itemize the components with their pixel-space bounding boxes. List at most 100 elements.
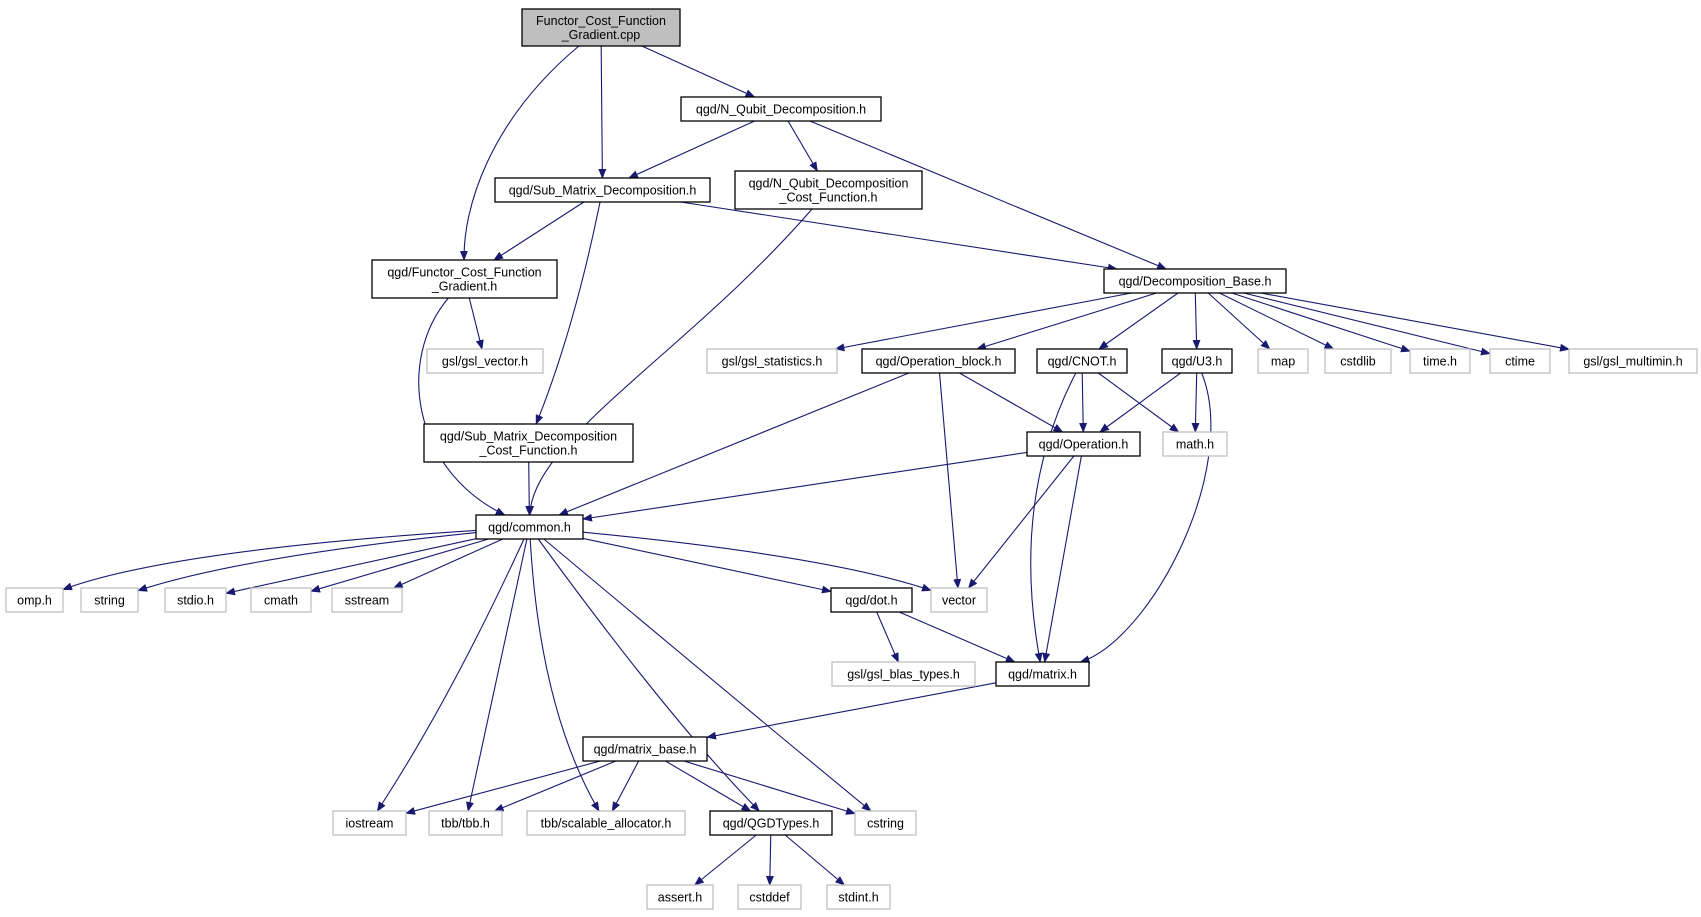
node-label: _Cost_Function.h xyxy=(779,191,878,205)
edge-cnot-to-operation xyxy=(1079,372,1088,433)
node-map[interactable]: map xyxy=(1257,348,1309,374)
node-box xyxy=(995,661,1090,687)
node-string[interactable]: string xyxy=(80,587,139,613)
node-label: qgd/Sub_Matrix_Decomposition.h xyxy=(509,184,697,198)
edge-qgdtypes-to-cstddef xyxy=(765,834,774,886)
edge-u3-to-mathh xyxy=(1191,372,1200,433)
edge-nqd-to-smd xyxy=(628,120,755,179)
edge-common-to-stdio xyxy=(225,538,477,596)
node-label: cmath xyxy=(264,594,298,608)
node-cstring[interactable]: cstring xyxy=(854,810,917,836)
node-nqd[interactable]: qgd/N_Qubit_Decomposition.h xyxy=(680,96,882,122)
node-opblock[interactable]: qgd/Operation_block.h xyxy=(861,348,1016,374)
node-label: vector xyxy=(942,594,976,608)
node-box xyxy=(423,423,634,463)
edge-db-to-gslmin xyxy=(1260,292,1570,352)
edge-smdcf-to-common xyxy=(525,461,534,516)
edge-qgdtypes-to-asserth xyxy=(693,834,757,886)
node-gslvec[interactable]: gsl/gsl_vector.h xyxy=(426,348,544,374)
edge-common-to-iostream xyxy=(376,538,525,812)
edge-matrixbase-to-iostream xyxy=(405,760,601,815)
node-label: Functor_Cost_Function xyxy=(536,14,666,28)
node-label: iostream xyxy=(346,817,394,831)
node-scalable[interactable]: tbb/scalable_allocator.h xyxy=(526,810,686,836)
edge-smd-to-smdcf xyxy=(535,201,601,425)
node-u3[interactable]: qgd/U3.h xyxy=(1161,348,1233,374)
node-label: qgd/matrix.h xyxy=(1008,668,1077,682)
node-cstdlib[interactable]: cstdlib xyxy=(1324,348,1392,374)
node-label: string xyxy=(94,594,125,608)
node-box xyxy=(1103,268,1287,294)
node-box xyxy=(854,810,917,836)
node-smd[interactable]: qgd/Sub_Matrix_Decomposition.h xyxy=(494,177,711,203)
node-operation[interactable]: qgd/Operation.h xyxy=(1026,431,1141,457)
node-asserth[interactable]: assert.h xyxy=(646,884,714,910)
node-mathh[interactable]: math.h xyxy=(1162,431,1228,457)
node-label: qgd/N_Qubit_Decomposition xyxy=(749,177,909,191)
node-box xyxy=(709,810,833,836)
dependency-edges xyxy=(62,45,1570,886)
node-label: qgd/Operation.h xyxy=(1039,438,1129,452)
node-cnot[interactable]: qgd/CNOT.h xyxy=(1036,348,1128,374)
node-stdio[interactable]: stdio.h xyxy=(164,587,227,613)
edge-u3-to-matrix xyxy=(1079,372,1212,664)
edge-opblock-to-vector xyxy=(938,372,962,589)
node-label: _Cost_Function.h xyxy=(479,444,578,458)
node-matrix[interactable]: qgd/matrix.h xyxy=(995,661,1090,687)
edge-cnot-to-matrix xyxy=(1030,372,1077,663)
node-vector[interactable]: vector xyxy=(930,587,988,613)
node-nqdcf[interactable]: qgd/N_Qubit_Decomposition_Cost_Function.… xyxy=(734,170,923,210)
node-box xyxy=(737,884,802,910)
node-dot[interactable]: qgd/dot.h xyxy=(830,587,913,613)
node-box xyxy=(582,736,708,762)
edge-common-to-sstream xyxy=(392,538,504,589)
node-root[interactable]: Functor_Cost_Function_Gradient.cpp xyxy=(521,8,681,47)
node-box xyxy=(526,810,686,836)
edge-db-to-ctime xyxy=(1243,292,1491,356)
node-label: qgd/QGDTypes.h xyxy=(723,817,820,831)
node-label: qgd/matrix_base.h xyxy=(594,743,697,757)
node-label: stdio.h xyxy=(177,594,214,608)
node-box xyxy=(1409,348,1471,374)
edge-qgdtypes-to-stdint xyxy=(784,834,846,886)
node-timeh[interactable]: time.h xyxy=(1409,348,1471,374)
node-blastypes[interactable]: gsl/gsl_blas_types.h xyxy=(831,661,976,687)
node-cstddef[interactable]: cstddef xyxy=(737,884,802,910)
node-matrixbase[interactable]: qgd/matrix_base.h xyxy=(582,736,708,762)
edge-smd-to-fcfg xyxy=(493,201,585,261)
node-sstream[interactable]: sstream xyxy=(331,587,403,613)
node-box xyxy=(646,884,714,910)
node-smdcf[interactable]: qgd/Sub_Matrix_Decomposition_Cost_Functi… xyxy=(423,423,634,463)
node-label: gsl/gsl_statistics.h xyxy=(722,355,823,369)
node-common[interactable]: qgd/common.h xyxy=(475,514,584,540)
node-omp[interactable]: omp.h xyxy=(5,587,64,613)
node-box xyxy=(164,587,227,613)
node-tbb[interactable]: tbb/tbb.h xyxy=(428,810,503,836)
edge-nqd-to-nqdcf xyxy=(787,120,818,172)
edge-smd-to-db xyxy=(680,201,1118,272)
node-db[interactable]: qgd/Decomposition_Base.h xyxy=(1103,268,1287,294)
node-stdint[interactable]: stdint.h xyxy=(826,884,891,910)
node-fcfg[interactable]: qgd/Functor_Cost_Function_Gradient.h xyxy=(371,259,558,299)
node-ctime[interactable]: ctime xyxy=(1489,348,1551,374)
node-label: gsl/gsl_vector.h xyxy=(442,355,528,369)
node-box xyxy=(680,96,882,122)
edge-u3-to-operation xyxy=(1099,372,1181,433)
edge-opblock-to-common xyxy=(558,372,910,516)
node-gslstat[interactable]: gsl/gsl_statistics.h xyxy=(706,348,838,374)
edge-db-to-cstdlib xyxy=(1219,292,1335,350)
edge-dot-to-matrix xyxy=(899,611,1016,663)
node-cmath[interactable]: cmath xyxy=(250,587,312,613)
node-label: ctime xyxy=(1505,355,1535,369)
node-qgdtypes[interactable]: qgd/QGDTypes.h xyxy=(709,810,833,836)
node-label: map xyxy=(1271,355,1295,369)
header-nodes: Functor_Cost_Function_Gradient.cpp qgd/N_… xyxy=(5,8,1698,910)
edge-root-to-nqd xyxy=(641,45,756,98)
edge-fcfg-to-common xyxy=(418,297,506,516)
edge-common-to-qgdtypes xyxy=(537,538,760,812)
node-gslmin[interactable]: gsl/gsl_multimin.h xyxy=(1568,348,1698,374)
node-iostream[interactable]: iostream xyxy=(332,810,407,836)
edge-common-to-string xyxy=(137,531,477,592)
node-box xyxy=(830,587,913,613)
node-box xyxy=(1257,348,1309,374)
